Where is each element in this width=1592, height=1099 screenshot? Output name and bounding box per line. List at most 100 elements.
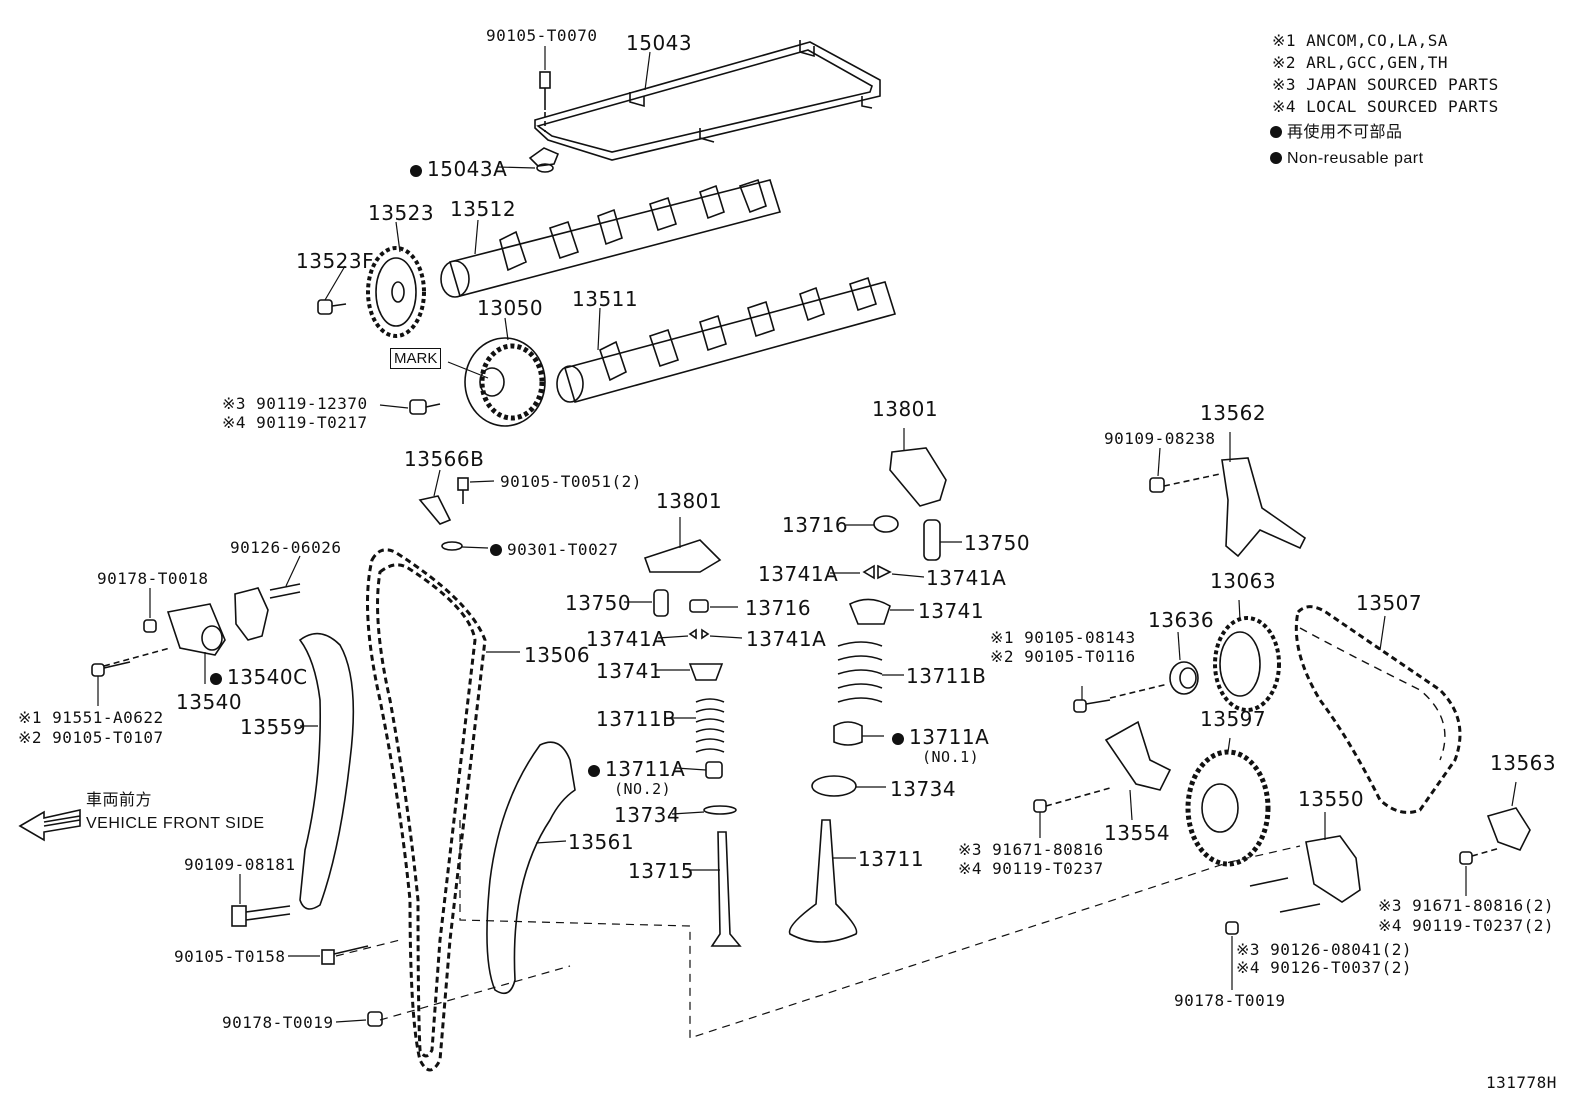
callout-90119-T0237-2[interactable]: ※4 90119-T0237(2) bbox=[1378, 916, 1555, 935]
bolt-90119-icon bbox=[409, 399, 441, 415]
callout-90109-08181[interactable]: 90109-08181 bbox=[184, 855, 296, 874]
callout-90126-06026[interactable]: 90126-06026 bbox=[230, 538, 342, 557]
spacer-13636-icon bbox=[1169, 661, 1199, 695]
callout-13741A-right-left[interactable]: 13741A bbox=[758, 562, 839, 586]
lash-13750-mid-icon bbox=[653, 589, 669, 617]
callout-13741A-right-right[interactable]: 13741A bbox=[926, 566, 1007, 590]
callout-13715[interactable]: 13715 bbox=[628, 859, 695, 883]
callout-90178-T0019-left[interactable]: 90178-T0019 bbox=[222, 1013, 334, 1032]
callout-90126-T0037[interactable]: ※4 90126-T0037(2) bbox=[1236, 958, 1413, 977]
legend-note-4: ※4 LOCAL SOURCED PARTS bbox=[1272, 97, 1499, 116]
direction-label-jp: 車両前方 bbox=[86, 792, 153, 809]
callout-13511[interactable]: 13511 bbox=[572, 287, 639, 311]
chain-13506-icon bbox=[366, 548, 487, 1072]
callout-no2: (NO.2) bbox=[614, 780, 672, 798]
callout-90178-T0019-right[interactable]: 90178-T0019 bbox=[1174, 991, 1286, 1010]
callout-13523F[interactable]: 13523F bbox=[296, 249, 375, 273]
front-arrow-icon bbox=[18, 809, 81, 842]
callout-90126-08041[interactable]: ※3 90126-08041(2) bbox=[1236, 940, 1413, 959]
bracket-13563-icon bbox=[1486, 807, 1531, 851]
callout-90178-T0018[interactable]: 90178-T0018 bbox=[97, 569, 209, 588]
callout-13741A-mid-right[interactable]: 13741A bbox=[746, 627, 827, 651]
gear-13063-icon bbox=[1213, 616, 1281, 712]
callout-13512[interactable]: 13512 bbox=[450, 197, 517, 221]
bolt-91551-icon bbox=[91, 661, 131, 677]
valve-13715-icon bbox=[710, 831, 742, 947]
bolt-90109-08181-icon bbox=[231, 905, 291, 927]
bolt-13523F-icon bbox=[317, 299, 347, 315]
callout-90105-08143[interactable]: ※1 90105-08143 bbox=[990, 628, 1136, 647]
callout-13523[interactable]: 13523 bbox=[368, 201, 435, 225]
callout-13507[interactable]: 13507 bbox=[1356, 591, 1423, 615]
callout-13562[interactable]: 13562 bbox=[1200, 401, 1267, 425]
callout-90105-T0070[interactable]: 90105-T0070 bbox=[486, 26, 598, 45]
callout-13563[interactable]: 13563 bbox=[1490, 751, 1557, 775]
callout-13711B-right[interactable]: 13711B bbox=[906, 664, 987, 688]
callout-13566B[interactable]: 13566B bbox=[404, 447, 485, 471]
stud-90126-06026-icon bbox=[269, 583, 301, 599]
callout-90301-T0027[interactable]: 90301-T0027 bbox=[490, 541, 618, 559]
callout-13050[interactable]: 13050 bbox=[477, 296, 544, 320]
callout-90109-08238[interactable]: 90109-08238 bbox=[1104, 429, 1216, 448]
callout-91551-A0622[interactable]: ※1 91551-A0622 bbox=[18, 708, 164, 727]
legend-note-3: ※3 JAPAN SOURCED PARTS bbox=[1272, 75, 1499, 94]
callout-90119-12370[interactable]: ※3 90119-12370 bbox=[222, 394, 368, 413]
callout-15043[interactable]: 15043 bbox=[626, 31, 693, 55]
callout-13561[interactable]: 13561 bbox=[568, 830, 635, 854]
bracket-13566B-icon bbox=[418, 495, 452, 525]
shim-13716-mid-icon bbox=[689, 599, 709, 613]
callout-13063[interactable]: 13063 bbox=[1210, 569, 1277, 593]
callout-13801-right[interactable]: 13801 bbox=[872, 397, 939, 421]
washer-13734-r-icon bbox=[811, 775, 857, 797]
callout-13741-mid[interactable]: 13741 bbox=[596, 659, 663, 683]
callout-13741A-mid-left[interactable]: 13741A bbox=[586, 627, 667, 651]
callout-13711B-mid[interactable]: 13711B bbox=[596, 707, 677, 731]
callout-13711[interactable]: 13711 bbox=[858, 847, 925, 871]
callout-90119-T0237[interactable]: ※4 90119-T0237 bbox=[958, 859, 1104, 878]
retainer-13741-mid-icon bbox=[688, 663, 724, 681]
callout-13716-mid[interactable]: 13716 bbox=[745, 596, 812, 620]
slipper-13561-icon bbox=[486, 741, 576, 995]
spring-13711B-mid-icon bbox=[695, 698, 725, 753]
rocker-13801-r-icon bbox=[889, 447, 947, 507]
callout-91671-80816-2[interactable]: ※3 91671-80816(2) bbox=[1378, 896, 1555, 915]
callout-13540[interactable]: 13540 bbox=[176, 690, 243, 714]
rocker-13801-mid-icon bbox=[643, 539, 722, 573]
callout-13734-mid[interactable]: 13734 bbox=[614, 803, 681, 827]
callout-13550[interactable]: 13550 bbox=[1298, 787, 1365, 811]
retainer-13741-r-icon bbox=[848, 598, 891, 625]
bolt-90178-T0019-right-icon bbox=[1225, 921, 1239, 935]
callout-90119-T0217[interactable]: ※4 90119-T0217 bbox=[222, 413, 368, 432]
tensioner-13540-icon bbox=[166, 603, 226, 656]
callout-13540C[interactable]: 13540C bbox=[210, 666, 308, 688]
callout-13597[interactable]: 13597 bbox=[1200, 707, 1267, 731]
damper-13554-icon bbox=[1104, 720, 1172, 791]
stud-90126-icon bbox=[1249, 877, 1321, 913]
callout-13750-right[interactable]: 13750 bbox=[964, 531, 1031, 555]
bolt-91671-2-icon bbox=[1459, 851, 1473, 865]
callout-13750-mid[interactable]: 13750 bbox=[565, 591, 632, 615]
legend-note-2: ※2 ARL,GCC,GEN,TH bbox=[1272, 53, 1449, 72]
callout-90105-T0051[interactable]: 90105-T0051(2) bbox=[500, 472, 642, 491]
callout-90105-T0116[interactable]: ※2 90105-T0116 bbox=[990, 647, 1136, 666]
tensioner-13550-icon bbox=[1305, 835, 1361, 903]
callout-13711A-right[interactable]: 13711A bbox=[892, 726, 989, 748]
callout-13801-mid[interactable]: 13801 bbox=[656, 489, 723, 513]
seal-15043A-icon bbox=[536, 163, 554, 173]
callout-90105-T0107[interactable]: ※2 90105-T0107 bbox=[18, 728, 164, 747]
callout-13734-right[interactable]: 13734 bbox=[890, 777, 957, 801]
callout-15043A[interactable]: 15043A bbox=[410, 158, 507, 180]
callout-13716-right[interactable]: 13716 bbox=[782, 513, 849, 537]
callout-91671-80816[interactable]: ※3 91671-80816 bbox=[958, 840, 1104, 859]
callout-13559[interactable]: 13559 bbox=[240, 715, 307, 739]
callout-13636[interactable]: 13636 bbox=[1148, 608, 1215, 632]
callout-13741-right[interactable]: 13741 bbox=[918, 599, 985, 623]
callout-13506[interactable]: 13506 bbox=[524, 643, 591, 667]
legend-nonreusable-jp: 再使用不可部品 bbox=[1270, 124, 1403, 142]
callout-13554[interactable]: 13554 bbox=[1104, 821, 1171, 845]
bolt-90105-T0051-icon bbox=[457, 477, 469, 504]
callout-13711A-mid[interactable]: 13711A bbox=[588, 758, 685, 780]
callout-90105-T0158[interactable]: 90105-T0158 bbox=[174, 947, 286, 966]
